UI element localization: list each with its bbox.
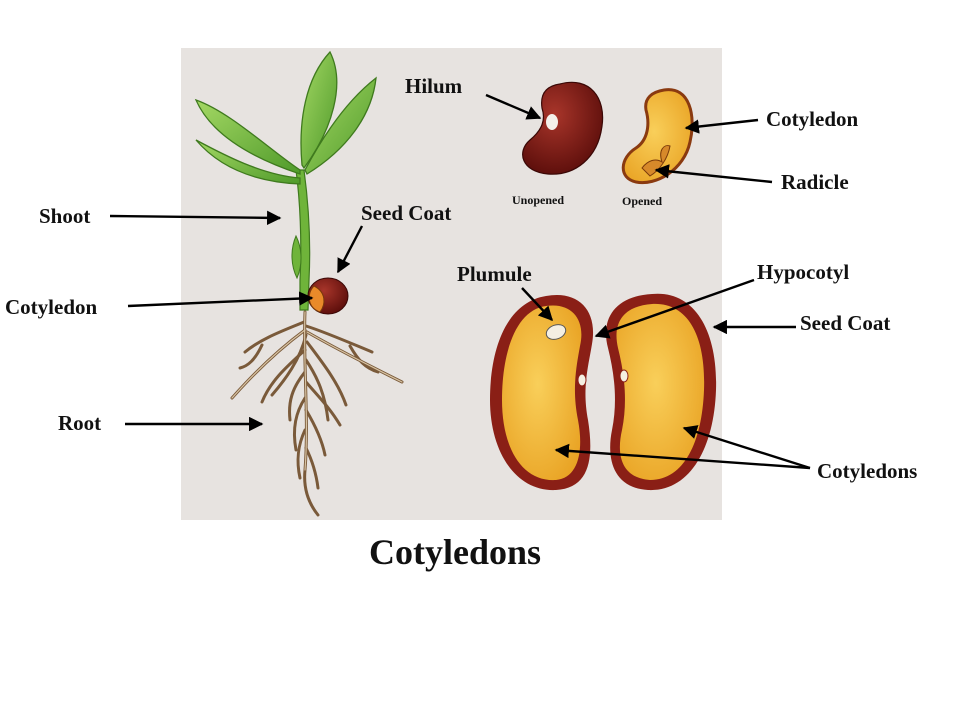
- label-cotyledon-left: Cotyledon: [5, 295, 97, 319]
- pointer-arrows: [109, 93, 811, 470]
- leaf: [300, 50, 338, 170]
- leaf: [291, 234, 302, 280]
- label-cotyledon-top: Cotyledon: [766, 107, 858, 131]
- leaf: [195, 139, 301, 185]
- label-plumule: Plumule: [457, 262, 532, 286]
- unopened-seed: [522, 81, 604, 175]
- label-opened: Opened: [622, 194, 662, 208]
- diagram-title: Cotyledons: [369, 532, 541, 572]
- leaf: [194, 98, 301, 175]
- labels: Hilum Unopened Opened Cotyledon Radicle …: [5, 74, 917, 483]
- label-seed-coat-left: Seed Coat: [361, 201, 451, 225]
- label-seed-coat-right: Seed Coat: [800, 311, 890, 335]
- label-shoot: Shoot: [39, 204, 90, 228]
- label-radicle: Radicle: [781, 170, 849, 194]
- leaf: [304, 76, 377, 175]
- split-seed-right: [605, 293, 717, 491]
- label-root: Root: [58, 411, 101, 435]
- shoot-stem: [295, 169, 311, 311]
- plumule-shape: [545, 324, 567, 340]
- label-cotyledons: Cotyledons: [817, 459, 917, 483]
- hilum-spot: [546, 114, 558, 130]
- split-seed-left: [490, 294, 594, 491]
- label-hypocotyl: Hypocotyl: [757, 260, 849, 284]
- root-system: [230, 310, 404, 517]
- label-unopened: Unopened: [512, 193, 564, 207]
- label-hilum: Hilum: [405, 74, 463, 98]
